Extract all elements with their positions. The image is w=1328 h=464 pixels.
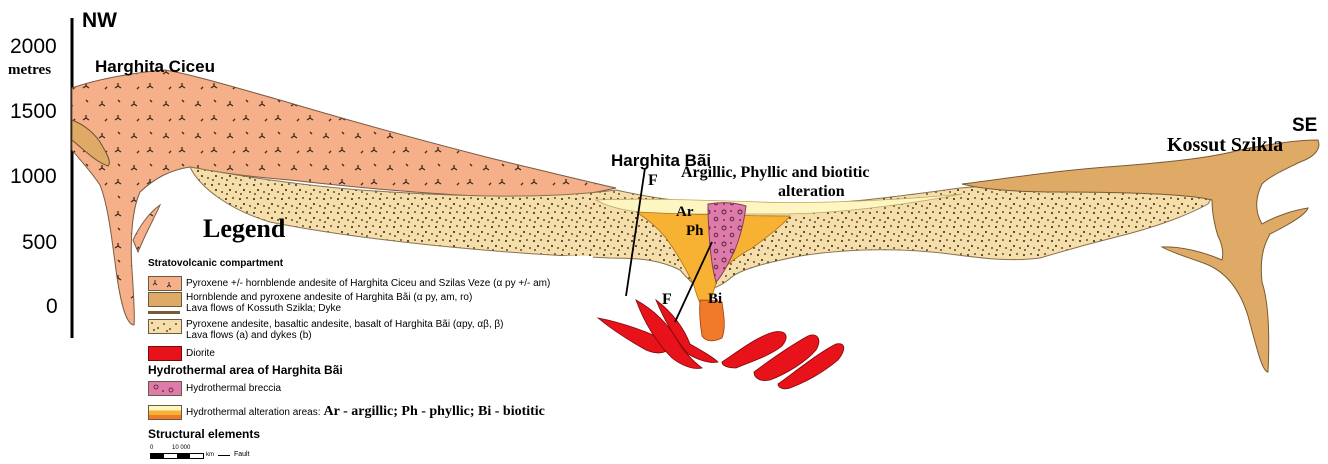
se-label: SE [1292,116,1317,135]
swatch-bai-hornblende [148,292,182,307]
swatch-basaltic-andesite [148,319,182,334]
biotitic-label: Bi [708,292,722,307]
kossut-szikla-label: Kossut Szikla [1167,135,1283,155]
harghita-ciceu-label: Harghita Ciceu [95,58,215,75]
swatch-diorite [148,346,182,361]
axis-tick-1500: 1500 [10,101,57,122]
axis-tick-2000: 2000 [10,36,57,57]
axis-tick-0: 0 [46,296,58,317]
legend-text-basaltic-1: Pyroxene andesite, basaltic andesite, ba… [186,319,504,330]
scale-ten-label: 10 000 [172,445,190,451]
legend-text-basaltic-2: Lava flows (a) and dykes (b) [186,330,504,341]
legend-text-hornblende-1: Hornblende and pyroxene andesite of Harg… [186,292,472,303]
axis-tick-500: 500 [22,232,57,253]
legend-text-alteration-prefix: Hydrothermal alteration areas: [186,407,321,418]
ciceu-dyke-branch [133,205,160,252]
phyllic-label: Ph [686,224,704,239]
fault-label-lower: F [662,292,672,308]
nw-label: NW [82,10,117,31]
legend-text-hornblende-2: Lava flows of Kossuth Szikla; Dyke [186,303,472,314]
legend-section-structural: Structural elements [148,428,260,440]
swatch-breccia [148,381,182,396]
legend-item-basaltic: Pyroxene andesite, basaltic andesite, ba… [148,319,504,341]
axis-unit-label: metres [8,63,51,78]
swatch-alteration [148,405,182,420]
legend-text-alteration-types: Ar - argillic; Ph - phyllic; Bi - biotit… [324,404,545,420]
fault-legend-line [218,455,230,456]
legend-item-diorite: Diorite [148,346,215,361]
legend-section-stratovolcanic: Stratovolcanic compartment [148,259,283,269]
legend-text-breccia: Hydrothermal breccia [186,383,281,394]
scale-unit-label: km [206,452,214,458]
fault-label-upper: F [648,173,658,189]
swatch-ciceu-andesite [148,276,182,291]
legend-text-diorite: Diorite [186,348,215,359]
axis-tick-1000: 1000 [10,166,57,187]
legend-item-bai-hornblende: Hornblende and pyroxene andesite of Harg… [148,292,472,314]
argillic-label: Ar [676,205,694,220]
fault-legend-label: Fault [234,451,250,458]
legend-item-alteration: Hydrothermal alteration areas: Ar - argi… [148,404,545,420]
legend-text-ciceu-andesite: Pyroxene +/- hornblende andesite of Harg… [186,278,550,289]
legend-title: Legend [203,216,285,242]
scale-bar [150,453,204,459]
legend-item-breccia: Hydrothermal breccia [148,381,281,396]
swatch-dyke [148,311,180,314]
legend-item-ciceu-andesite: Pyroxene +/- hornblende andesite of Harg… [148,276,550,291]
alteration-title-line2: alteration [778,184,845,200]
alteration-title-line1: Argillic, Phyllic and biotitic [681,165,869,181]
legend-section-hydrothermal: Hydrothermal area of Harghita Bãi [148,364,343,376]
scale-zero-label: 0 [150,445,153,451]
